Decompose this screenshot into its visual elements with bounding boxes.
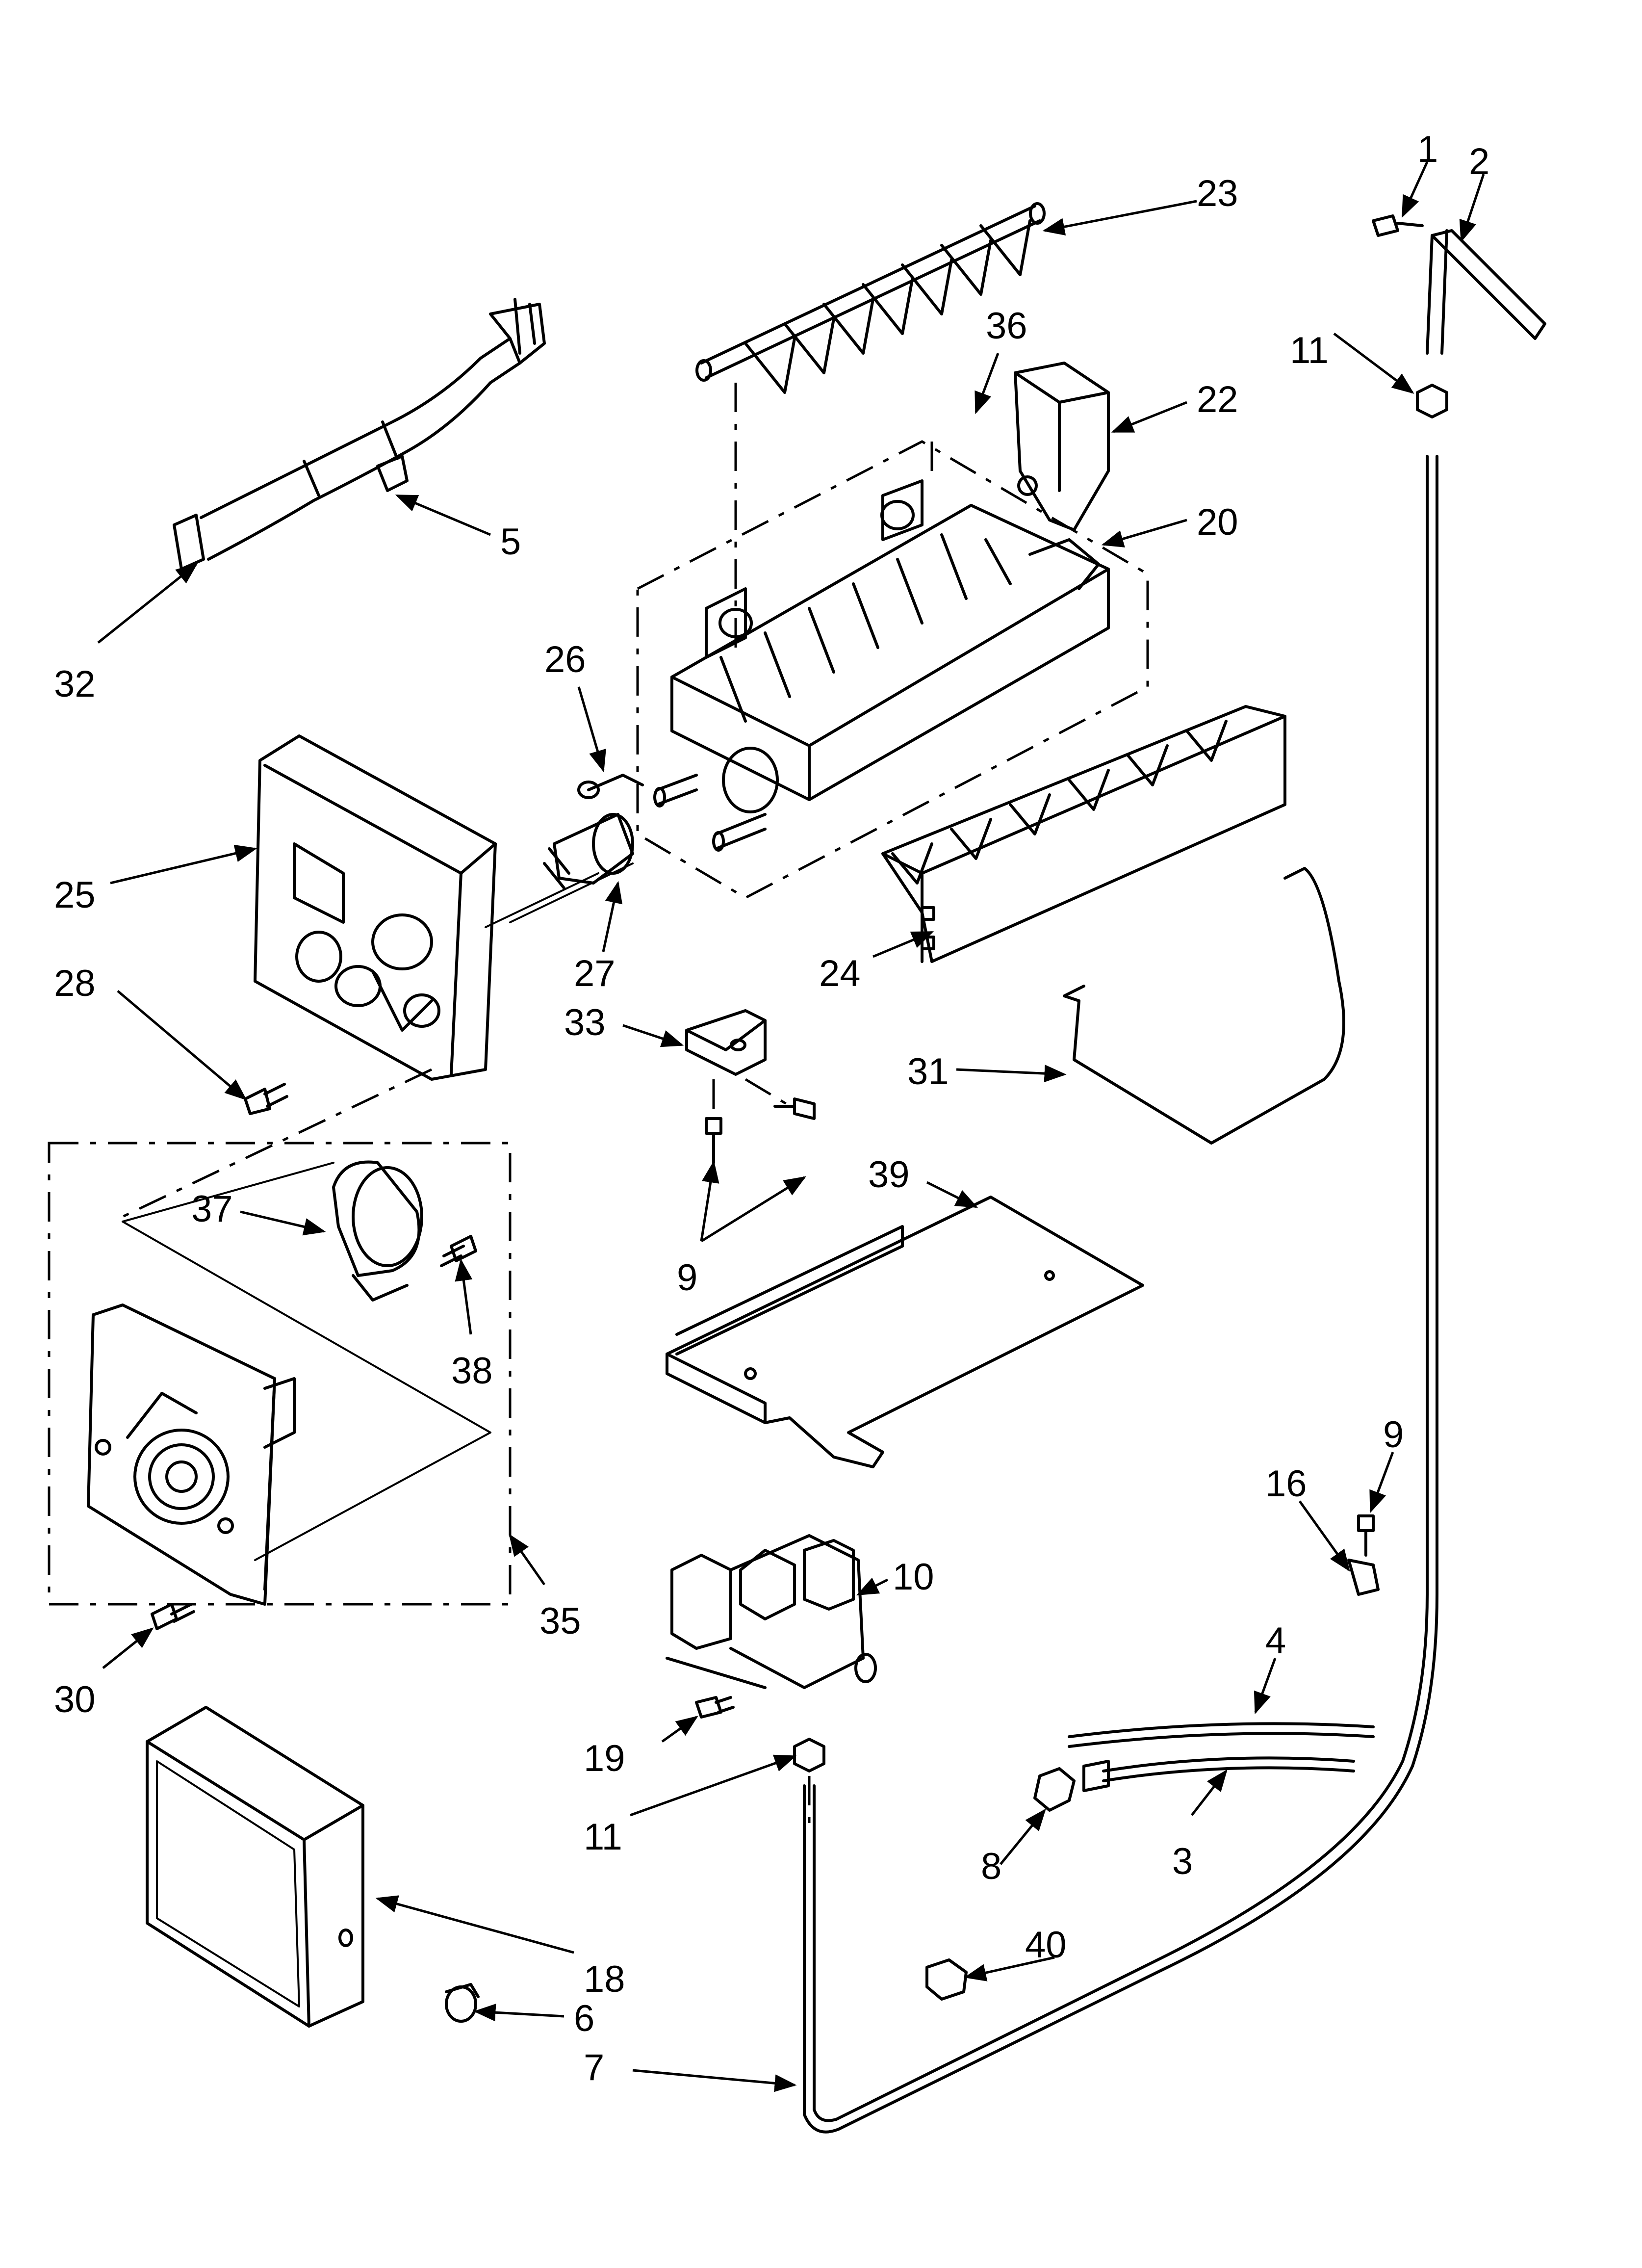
part-23-ejector [695, 202, 1046, 394]
part-9-screws [705, 1078, 816, 1164]
part-39-shield [666, 1196, 1144, 1468]
callout-labels: 1 2 3 4 5 6 7 8 9 9 10 11 11 16 18 19 20… [54, 129, 1489, 2088]
callout-23: 23 [1197, 173, 1238, 214]
callout-30: 30 [54, 1679, 96, 1721]
part-30-screw [151, 1603, 195, 1630]
part-33-bracket [685, 1009, 767, 1076]
callout-8: 8 [981, 1846, 1001, 1887]
part-37-motor [332, 1160, 423, 1302]
callout-25: 25 [54, 874, 96, 916]
callout-26: 26 [544, 639, 586, 680]
leader-lines [97, 161, 1485, 2092]
part-19-screw [695, 1696, 735, 1719]
callout-33: 33 [564, 1002, 606, 1043]
callout-11-lower: 11 [584, 1816, 622, 1858]
part-7-water-tube [803, 455, 1438, 2134]
callout-36: 36 [986, 305, 1027, 347]
callout-20: 20 [1197, 501, 1238, 543]
callout-32: 32 [54, 663, 96, 705]
part-11-nut-lower [793, 1738, 825, 1773]
part-16-clamp [1347, 1514, 1380, 1596]
part-4-tube [1068, 1722, 1375, 1738]
callout-16: 16 [1265, 1463, 1307, 1505]
callout-39: 39 [868, 1154, 910, 1196]
part-11-nut-upper [1416, 384, 1448, 418]
part-4-tube-inner [1068, 1732, 1375, 1748]
part-28-screw [244, 1083, 288, 1115]
callout-10: 10 [893, 1556, 934, 1598]
callout-11-upper: 11 [1290, 330, 1329, 371]
callout-9-left: 9 [677, 1257, 697, 1299]
callout-7: 7 [584, 2047, 604, 2088]
callout-24: 24 [819, 953, 861, 994]
part-8-nut [1033, 1767, 1076, 1812]
part-1-2-fill-tube [1372, 214, 1546, 355]
mold-assembly-outline [636, 440, 1149, 899]
callout-19: 19 [584, 1738, 625, 1779]
part-7-water-tube-inner [813, 455, 1429, 2122]
part-24-stripper [881, 705, 1286, 963]
motor-module-projection [122, 1162, 491, 1561]
callout-22: 22 [1197, 379, 1238, 420]
part-10-water-valve [666, 1534, 877, 1689]
callout-3: 3 [1172, 1841, 1193, 1882]
callout-5: 5 [500, 521, 521, 563]
part-20-ice-mold [653, 479, 1110, 852]
callout-18: 18 [584, 1958, 625, 2000]
callout-2: 2 [1469, 141, 1489, 182]
callout-4: 4 [1265, 1620, 1286, 1662]
part-6-plug [445, 1983, 480, 2023]
callout-28: 28 [54, 963, 96, 1004]
part-32-wire-harness [173, 298, 546, 571]
callout-1: 1 [1417, 129, 1438, 170]
part-3-tube-inner [1102, 1766, 1355, 1782]
callout-37: 37 [191, 1188, 233, 1230]
part-18-front-cover [146, 1706, 364, 2028]
callout-9-right: 9 [1383, 1414, 1404, 1456]
part-3-fitting [1082, 1760, 1110, 1792]
part-22-fill-cup [1014, 362, 1110, 531]
part-26-27-thermostat [543, 774, 644, 889]
part-3-tube [1102, 1756, 1355, 1773]
part-35-motor-module [87, 1303, 296, 1606]
callout-35: 35 [539, 1600, 581, 1642]
part-35-motor-module-outline [48, 1142, 512, 1606]
callout-6: 6 [574, 1998, 594, 2039]
callout-27: 27 [574, 953, 616, 994]
part-38-screw [440, 1235, 477, 1267]
part-31-wire-shutoff-arm [1063, 867, 1345, 1145]
callout-40: 40 [1025, 1924, 1067, 1966]
part-40-nut [925, 1958, 968, 2001]
callout-31: 31 [907, 1051, 949, 1093]
callout-38: 38 [451, 1350, 493, 1392]
